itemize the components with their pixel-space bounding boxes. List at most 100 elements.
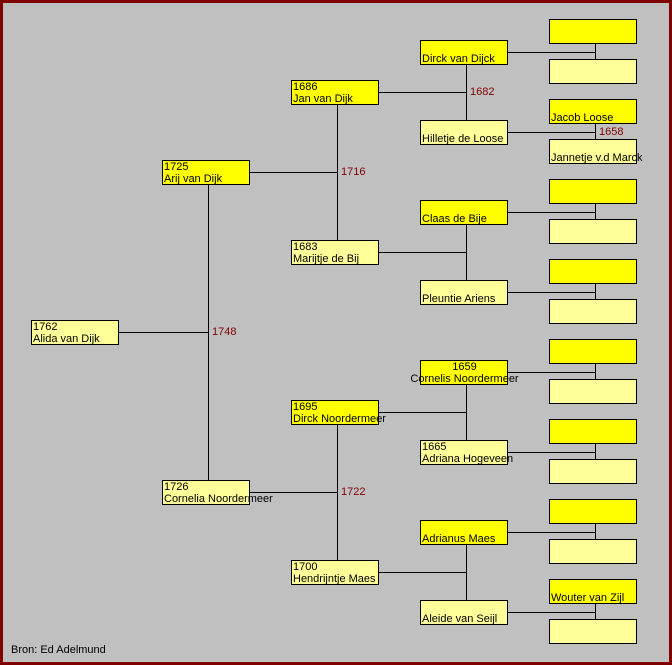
person-box[interactable]: Dirck van Dijck bbox=[420, 40, 508, 65]
connector-line bbox=[379, 572, 466, 573]
person-box[interactable]: Claas de Bije bbox=[420, 200, 508, 225]
person-name bbox=[550, 32, 636, 44]
birth-year: 1659 bbox=[452, 361, 477, 373]
connector-line bbox=[595, 604, 596, 619]
person-name bbox=[550, 392, 636, 404]
connector-line bbox=[508, 292, 595, 293]
connector-line bbox=[595, 44, 596, 59]
person-box[interactable] bbox=[549, 219, 637, 244]
connector-line bbox=[466, 545, 467, 600]
person-name bbox=[550, 352, 636, 364]
person-name: Jan van Dijk bbox=[293, 93, 353, 105]
birth-year bbox=[421, 521, 507, 533]
person-box[interactable] bbox=[549, 179, 637, 204]
person-name bbox=[550, 312, 636, 324]
person-name: Hendrijntje Maes bbox=[293, 573, 376, 585]
person-name: Marijtje de Bij bbox=[293, 253, 360, 265]
person-name: Dirck van Dijck bbox=[422, 53, 495, 65]
connector-line bbox=[337, 425, 338, 560]
connector-line bbox=[379, 92, 466, 93]
person-name: Pleuntie Ariens bbox=[422, 293, 496, 305]
birth-year bbox=[421, 41, 507, 53]
person-name bbox=[550, 552, 636, 564]
birth-year: 1726 bbox=[164, 481, 189, 493]
birth-year bbox=[550, 220, 636, 232]
person-name: Aleide van Seijl bbox=[422, 613, 498, 625]
person-box[interactable] bbox=[549, 299, 637, 324]
connector-line bbox=[508, 372, 595, 373]
person-name: Hilletje de Loose bbox=[422, 133, 504, 145]
connector-line bbox=[595, 204, 596, 219]
person-name bbox=[550, 72, 636, 84]
birth-year bbox=[550, 100, 636, 112]
person-box[interactable] bbox=[549, 499, 637, 524]
connector-line bbox=[595, 284, 596, 299]
person-box[interactable] bbox=[549, 619, 637, 644]
person-box[interactable]: Aleide van Seijl bbox=[420, 600, 508, 625]
person-name: Adrianus Maes bbox=[422, 533, 496, 545]
person-name bbox=[550, 472, 636, 484]
person-name: Jacob Loose bbox=[551, 112, 614, 124]
marriage-year: 1722 bbox=[341, 486, 366, 498]
marriage-year: 1682 bbox=[470, 86, 495, 98]
marriage-year: 1748 bbox=[212, 326, 237, 338]
birth-year bbox=[550, 460, 636, 472]
person-name bbox=[550, 232, 636, 244]
person-box[interactable] bbox=[549, 59, 637, 84]
person-name bbox=[550, 192, 636, 204]
connector-line bbox=[337, 105, 338, 240]
person-name: Dirck Noordermeer bbox=[293, 413, 386, 425]
person-box[interactable] bbox=[549, 259, 637, 284]
birth-year bbox=[421, 601, 507, 613]
birth-year bbox=[550, 340, 636, 352]
birth-year bbox=[550, 420, 636, 432]
connector-line bbox=[595, 364, 596, 379]
person-box[interactable] bbox=[549, 19, 637, 44]
connector-line bbox=[595, 524, 596, 539]
person-box[interactable]: Hilletje de Loose bbox=[420, 120, 508, 145]
person-name: Jannetje v.d Marck bbox=[551, 152, 643, 164]
person-box[interactable] bbox=[549, 339, 637, 364]
birth-year bbox=[550, 580, 636, 592]
birth-year: 1683 bbox=[293, 241, 318, 253]
birth-year bbox=[550, 500, 636, 512]
marriage-year: 1658 bbox=[599, 126, 624, 138]
person-box[interactable] bbox=[549, 539, 637, 564]
person-name: Arij van Dijk bbox=[164, 173, 223, 185]
connector-line bbox=[208, 185, 209, 480]
connector-line bbox=[119, 332, 208, 333]
person-name bbox=[550, 512, 636, 524]
birth-year bbox=[550, 620, 636, 632]
birth-year: 1762 bbox=[33, 321, 58, 333]
birth-year: 1725 bbox=[164, 161, 189, 173]
person-box[interactable] bbox=[549, 419, 637, 444]
person-box[interactable]: Jannetje v.d Marck bbox=[549, 139, 643, 164]
birth-year bbox=[550, 300, 636, 312]
connector-line bbox=[595, 124, 596, 139]
person-box[interactable] bbox=[549, 459, 637, 484]
connector-line bbox=[466, 65, 467, 120]
connector-line bbox=[466, 225, 467, 280]
birth-year bbox=[421, 121, 507, 133]
person-box[interactable] bbox=[549, 379, 637, 404]
birth-year bbox=[550, 180, 636, 192]
birth-year bbox=[550, 380, 636, 392]
person-box[interactable]: Pleuntie Ariens bbox=[420, 280, 508, 305]
birth-year: 1686 bbox=[293, 81, 318, 93]
connector-line bbox=[508, 132, 595, 133]
person-box[interactable]: Jacob Loose bbox=[549, 99, 637, 124]
source-credit: Bron: Ed Adelmund bbox=[11, 644, 106, 656]
birth-year: 1665 bbox=[422, 441, 447, 453]
connector-line bbox=[379, 252, 466, 253]
person-box[interactable]: Adrianus Maes bbox=[420, 520, 508, 545]
person-box[interactable]: Wouter van Zijl bbox=[549, 579, 637, 604]
